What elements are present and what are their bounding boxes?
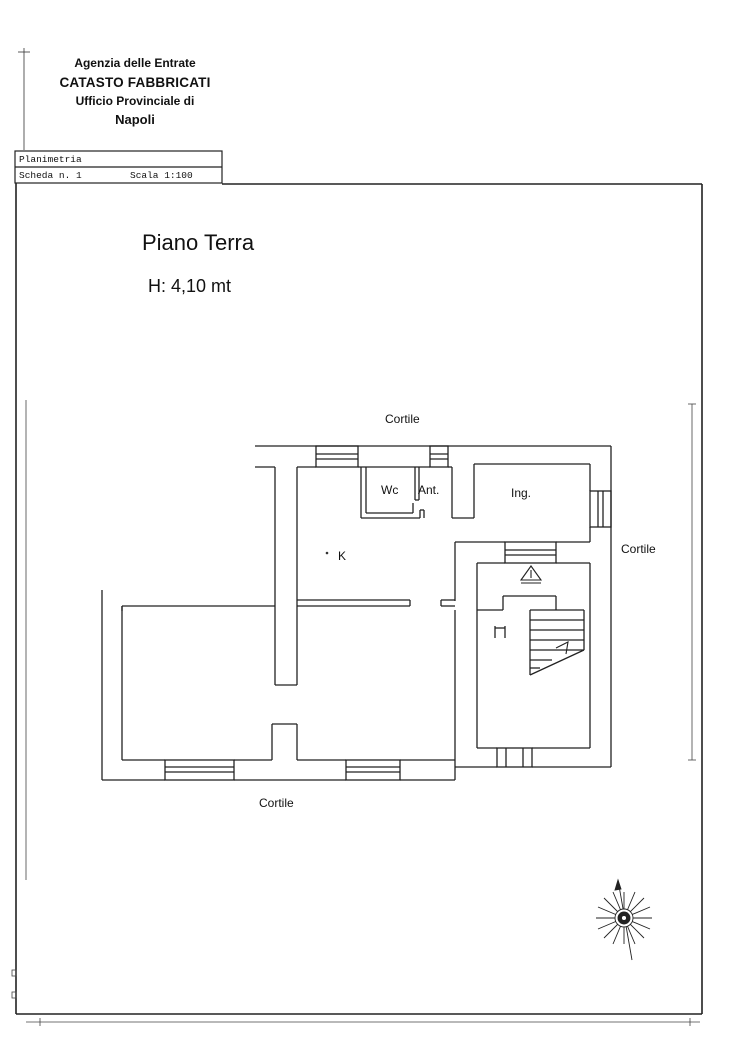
room-label-k: K [338, 549, 347, 563]
floor-title: Piano Terra [142, 230, 255, 255]
label-cortile-bottom: Cortile [259, 796, 294, 810]
room-label-wc: Wc [381, 483, 399, 497]
window-top-wc [429, 445, 449, 468]
document-type: Planimetria [19, 154, 82, 165]
room-marker-dot [325, 551, 329, 555]
walls [101, 445, 612, 781]
sheet-frame [15, 183, 703, 1015]
registration-mark [18, 48, 30, 150]
office-label: Ufficio Provinciale di [75, 94, 195, 108]
label-cortile-top: Cortile [385, 412, 420, 426]
agency-name: Agenzia delle Entrate [74, 56, 196, 70]
registry-name: CATASTO FABBRICATI [59, 75, 211, 90]
sheet-number: Scheda n. 1 [19, 170, 82, 181]
window-stair-top [504, 541, 557, 564]
window-right-ing [589, 490, 612, 528]
title-block-frame [14, 150, 223, 184]
scale-label: Scala 1:100 [130, 170, 193, 181]
window-bottom-left [164, 759, 235, 781]
label-cortile-right: Cortile [621, 542, 656, 556]
stair-arrow-icon [519, 565, 569, 655]
compass-rose-icon [596, 878, 652, 961]
room-label-ant: Ant. [418, 483, 440, 497]
ceiling-height: H: 4,10 mt [148, 276, 232, 296]
room-label-ing: Ing. [511, 486, 532, 500]
window-top-left [315, 445, 359, 468]
frame-ticks [11, 400, 700, 1026]
window-stair-bottom [496, 747, 533, 768]
window-bottom-right [345, 759, 401, 781]
office-city: Napoli [115, 112, 155, 127]
